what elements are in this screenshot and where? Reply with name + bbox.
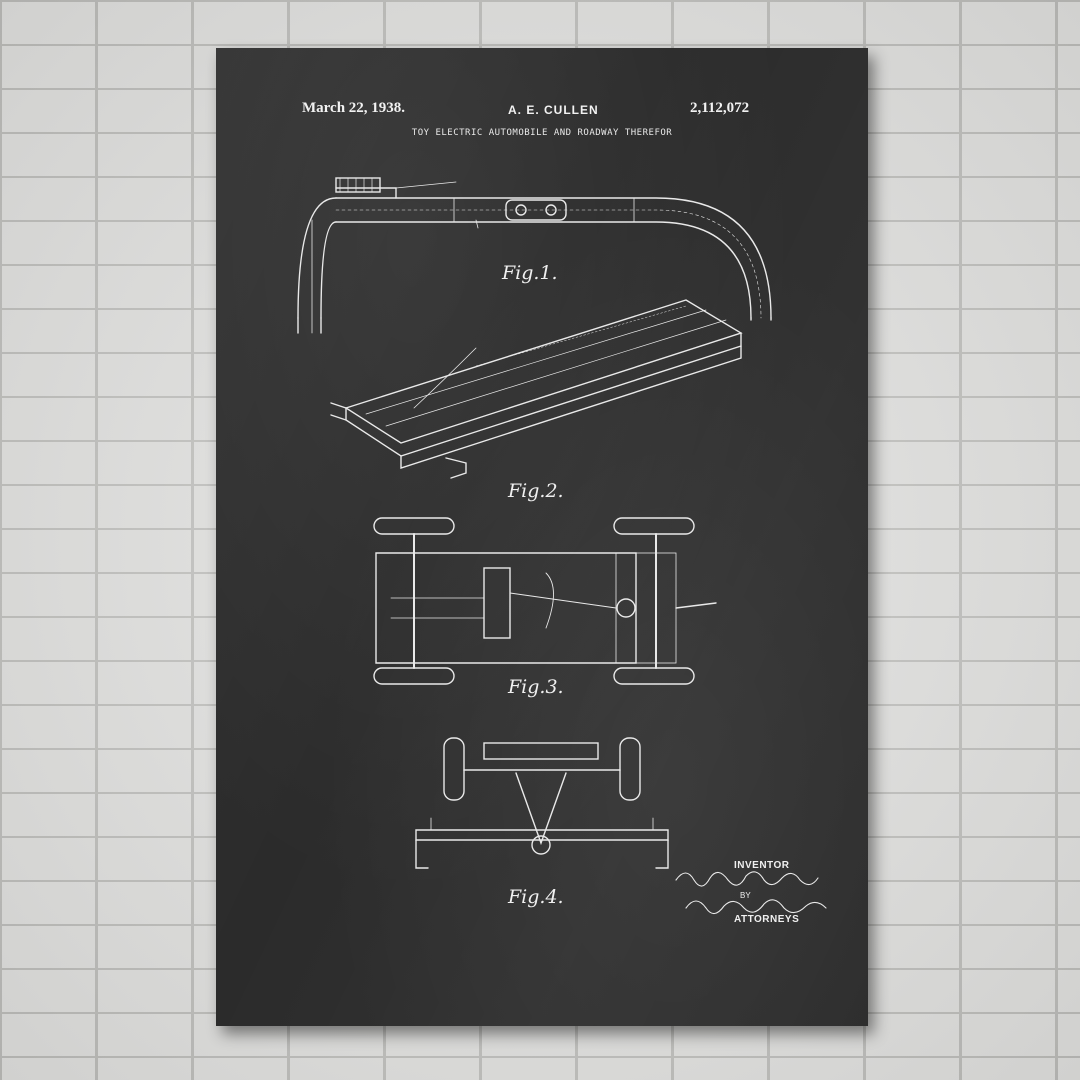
inventor-label: INVENTOR bbox=[734, 860, 790, 871]
patent-drawing bbox=[297, 177, 827, 915]
signature-marks bbox=[675, 871, 827, 915]
patent-inventor: A. E. CULLEN bbox=[508, 103, 599, 117]
by-label: BY bbox=[740, 891, 751, 900]
attorneys-label: ATTORNEYS bbox=[734, 914, 800, 925]
fig4-label: Fig.4. bbox=[508, 886, 564, 908]
patent-poster: March 22, 1938. A. E. CULLEN 2,112,072 T… bbox=[216, 48, 868, 1026]
fig2-track-drawing bbox=[330, 299, 743, 479]
fig1-roadway-drawing bbox=[297, 177, 772, 334]
fig4-elevation-drawing bbox=[415, 737, 669, 869]
fig1-label: Fig.1. bbox=[502, 262, 558, 284]
patent-title: TOY ELECTRIC AUTOMOBILE AND ROADWAY THER… bbox=[411, 128, 673, 138]
fig2-label: Fig.2. bbox=[508, 480, 564, 502]
patent-number: 2,112,072 bbox=[690, 100, 750, 116]
fig3-label: Fig.3. bbox=[508, 676, 564, 698]
fig3-chassis-drawing bbox=[373, 517, 717, 685]
patent-date: March 22, 1938. bbox=[302, 100, 406, 116]
